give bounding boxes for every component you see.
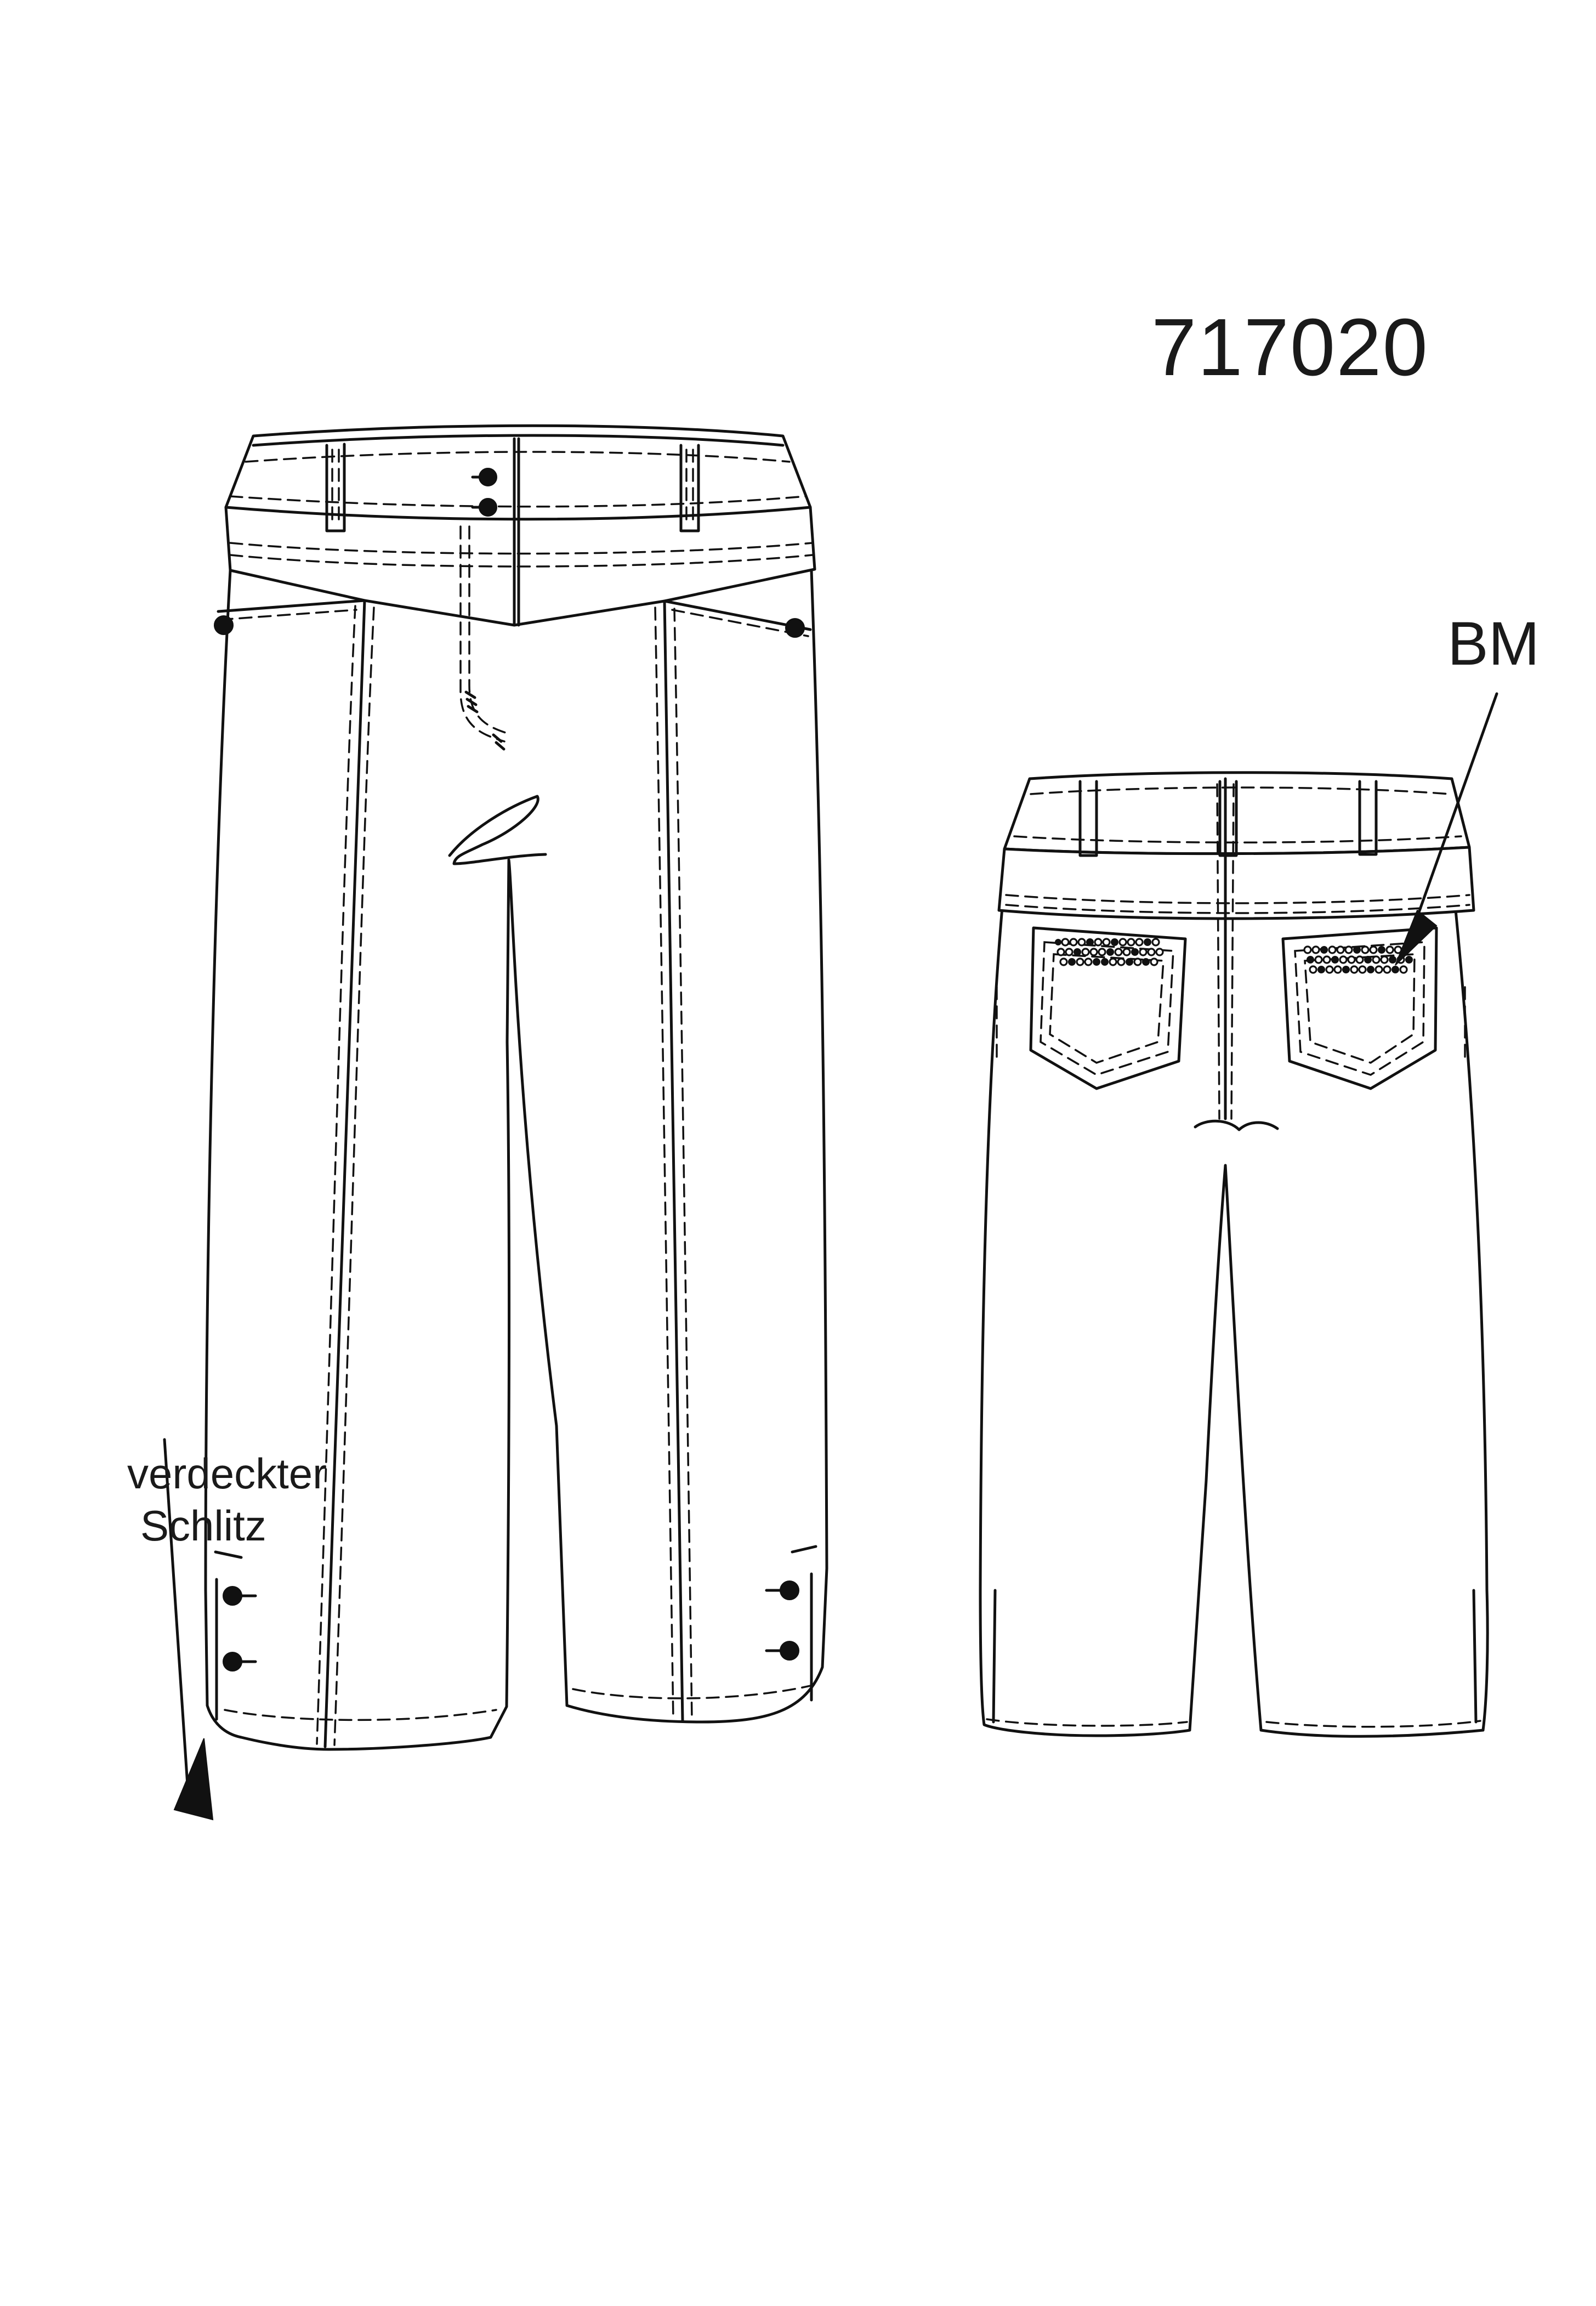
back-view — [979, 771, 1489, 1738]
embellishment-left — [1055, 938, 1164, 966]
slit-arrow — [163, 1438, 214, 1821]
back-yoke — [997, 846, 1475, 920]
bm-arrow — [1395, 692, 1498, 966]
front-leg-body — [204, 569, 828, 1751]
front-view — [204, 424, 828, 1751]
back-leg-body — [979, 881, 1489, 1738]
back-pocket-left — [1029, 926, 1187, 1090]
back-detail-label: BM — [1447, 609, 1540, 678]
style-number: 717020 — [1151, 302, 1429, 393]
slit-annotation: verdeckter Schlitz — [127, 1448, 327, 1552]
slit-label-line1: verdeckter — [127, 1449, 327, 1498]
embellishment-right — [1303, 945, 1413, 974]
slit-label-line2: Schlitz — [140, 1502, 266, 1550]
